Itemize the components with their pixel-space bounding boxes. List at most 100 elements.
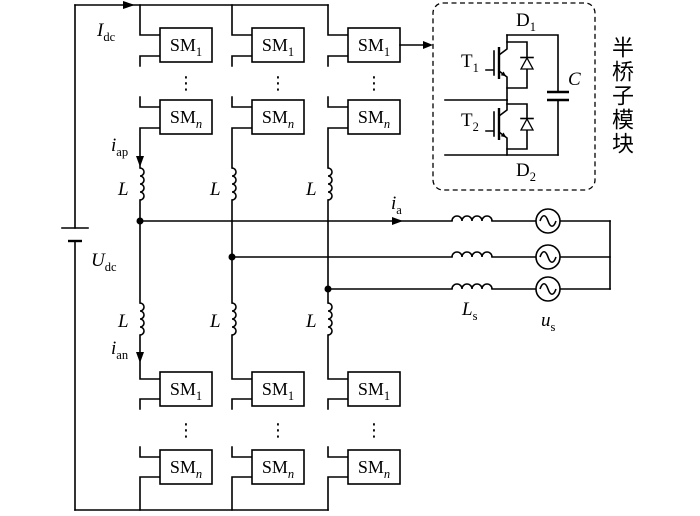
- igbt-emitter: [497, 69, 508, 101]
- igbt-gate: [485, 50, 495, 76]
- submodule-index: n: [196, 467, 202, 481]
- submodule-index: 1: [384, 389, 390, 403]
- lower-submodule-n-label: SMn: [262, 457, 294, 481]
- lower-submodule-n-label: SMn: [358, 457, 390, 481]
- dc-current-arrow: [123, 1, 135, 9]
- label-subscript: 1: [530, 20, 536, 34]
- upper-submodule-ellipsis: ⋮: [177, 73, 195, 94]
- label-symbol: i: [391, 193, 396, 214]
- submodule-prefix: SM: [262, 107, 288, 127]
- igbt-collector: [497, 34, 508, 57]
- label-subscript: 2: [530, 170, 536, 184]
- label-subscript: 2: [473, 120, 479, 134]
- submodule-index: 1: [288, 45, 294, 59]
- upper-diode: [506, 41, 535, 89]
- label-symbol: T: [461, 51, 473, 72]
- label-subscript: s: [473, 309, 478, 323]
- submodule-prefix: SM: [170, 379, 196, 399]
- igbt-collector: [497, 99, 508, 118]
- emitter-arrow: [500, 71, 507, 77]
- submodule-prefix: SM: [170, 457, 196, 477]
- submodule-index: n: [196, 117, 202, 131]
- submodule-prefix: SM: [358, 107, 384, 127]
- upper-submodule-1-label: SM1: [358, 35, 390, 59]
- upper-submodule-n-label: SMn: [170, 107, 202, 131]
- submodule-terminal-wires: [444, 99, 559, 156]
- label-subscript: 1: [473, 61, 479, 75]
- dashed-outline: [432, 2, 596, 191]
- submodule-prefix: SM: [262, 379, 288, 399]
- lower-arm-wire: [327, 334, 349, 511]
- submodule-index: n: [288, 117, 294, 131]
- lower-submodule-1-label: SM1: [170, 379, 202, 403]
- lower-arm-wire: [139, 334, 161, 511]
- lower-switch-label: T2: [461, 110, 479, 134]
- upper-submodule-1-box: [159, 27, 213, 63]
- upper-arm-inductor-label: L: [209, 179, 221, 200]
- label-subscript: a: [396, 203, 402, 217]
- lower-diode-label: D2: [516, 160, 536, 184]
- phase-leg-3: SM1 ⋮ SMn L L SM1 ⋮ SMn: [305, 4, 433, 511]
- submodule-prefix: SM: [358, 457, 384, 477]
- submodule-bus-wires: [506, 34, 559, 156]
- lower-submodule-n-box: [159, 449, 213, 485]
- grid-inductor-2: [451, 251, 493, 258]
- label-symbol: u: [541, 310, 551, 331]
- upper-submodule-1-label: SM1: [262, 35, 294, 59]
- dc-current-label: Idc: [96, 20, 116, 44]
- submodule-prefix: SM: [262, 35, 288, 55]
- upper-submodule-ellipsis: ⋮: [365, 73, 383, 94]
- lower-arm-inductor: [327, 302, 333, 336]
- submodule-index: 1: [196, 389, 202, 403]
- lower-arm-inductor: [139, 302, 145, 336]
- submodule-prefix: SM: [170, 107, 196, 127]
- label-symbol: i: [111, 338, 116, 359]
- phase-leg-2: SM1 ⋮ SMn L L SM1 ⋮ SMn: [209, 4, 305, 511]
- submodule-index: n: [384, 117, 390, 131]
- emitter-arrow: [500, 132, 507, 138]
- lower-submodule-1-box: [251, 371, 305, 407]
- submodule-prefix: SM: [262, 457, 288, 477]
- upper-arm-inductor: [139, 167, 145, 201]
- label-symbol: D: [516, 10, 530, 31]
- half-bridge-detail: D1 T1 C T2 D2: [432, 2, 596, 191]
- upper-arm-current-arrow: [136, 156, 144, 167]
- upper-arm-wire: [139, 4, 161, 169]
- lower-submodule-n-box: [251, 449, 305, 485]
- upper-submodule-n-label: SMn: [262, 107, 294, 131]
- upper-switch-label: T1: [461, 51, 479, 75]
- label-symbol: U: [91, 250, 106, 271]
- label-subscript: dc: [103, 30, 115, 44]
- upper-igbt: [485, 34, 508, 101]
- upper-submodule-ellipsis: ⋮: [269, 73, 287, 94]
- lower-arm-current-label: ian: [111, 338, 129, 362]
- submodule-index: 1: [196, 45, 202, 59]
- phase-current-arrow: [392, 217, 403, 225]
- label-symbol: i: [111, 135, 116, 156]
- diode-triangle: [519, 56, 535, 70]
- lower-diode: [506, 103, 535, 150]
- capacitor-plates: [547, 90, 569, 102]
- igbt-gate: [485, 111, 495, 137]
- lower-igbt: [485, 99, 508, 156]
- upper-arm-current-label: iap: [111, 135, 128, 159]
- upper-submodule-n-box: [159, 99, 213, 135]
- submodule-index: 1: [384, 45, 390, 59]
- submodule-prefix: SM: [358, 35, 384, 55]
- half-bridge-title: 半桥子模块: [608, 36, 633, 156]
- phase-current-label: ia: [391, 193, 402, 217]
- upper-submodule-n-label: SMn: [358, 107, 390, 131]
- upper-arm-inductor-label: L: [305, 179, 317, 200]
- label-symbol: T: [461, 110, 473, 131]
- lower-arm-wire: [231, 334, 253, 511]
- ac-grid: ia Ls us: [139, 193, 611, 334]
- sine-icon: [539, 282, 557, 296]
- lower-submodule-1-label: SM1: [358, 379, 390, 403]
- submodule-index: n: [288, 467, 294, 481]
- upper-submodule-n-box: [251, 99, 305, 135]
- upper-arm-wire: [327, 4, 349, 169]
- lower-submodule-1-label: SM1: [262, 379, 294, 403]
- detail-pointer-arrow: [423, 41, 433, 49]
- lower-arm-inductor-label: L: [209, 311, 221, 332]
